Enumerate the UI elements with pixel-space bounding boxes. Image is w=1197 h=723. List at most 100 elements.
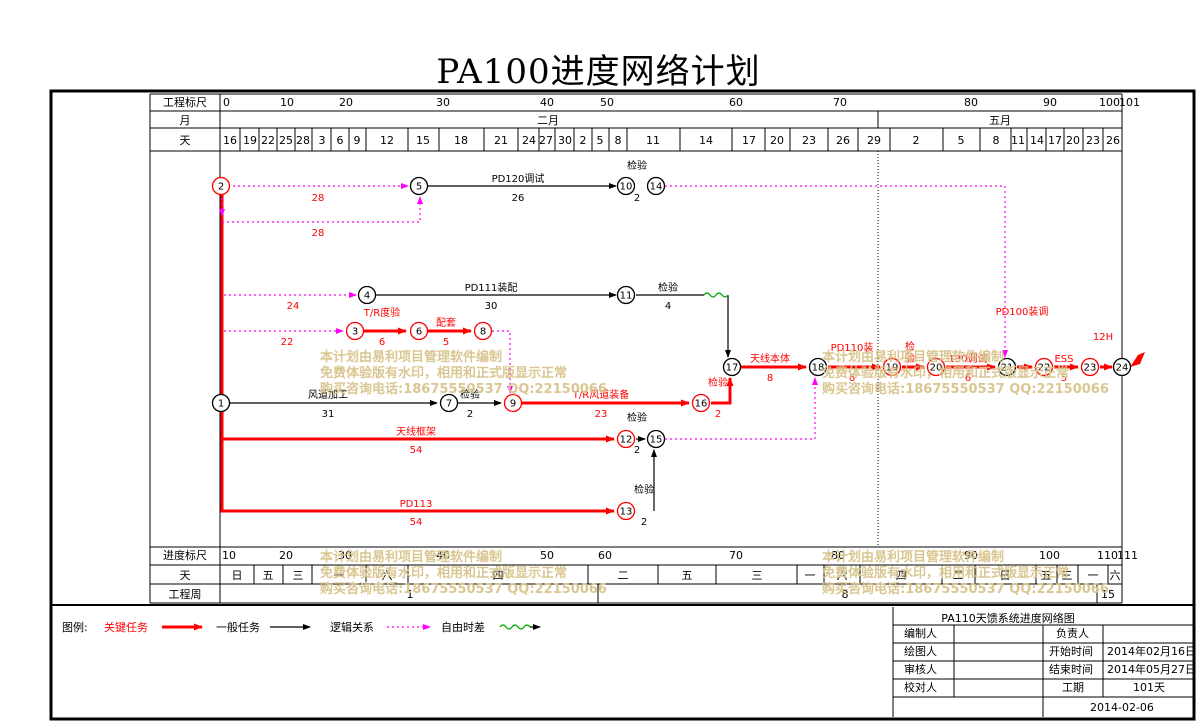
day-cell: 2 — [580, 134, 587, 147]
node-22 — [1034, 357, 1054, 377]
progress-tick: 70 — [729, 549, 743, 562]
legend-float: 自由时差 — [441, 621, 485, 634]
node-4 — [357, 285, 377, 305]
svg-text:2: 2 — [467, 409, 473, 420]
weekday-cell: 五 — [682, 569, 693, 582]
day-cell: 2 — [913, 134, 920, 147]
drawer-label: 绘图人 — [904, 645, 937, 658]
node-label: 10 — [620, 182, 633, 193]
scale-tick: 10 — [280, 96, 294, 109]
svg-text:12H: 12H — [1093, 332, 1113, 343]
node-23 — [1080, 357, 1100, 377]
node-5 — [409, 176, 429, 196]
node-label: 4 — [364, 291, 370, 302]
weekday-cell: 五 — [1041, 569, 1052, 582]
svg-text:6: 6 — [849, 373, 855, 384]
svg-text:检验: 检验 — [460, 388, 480, 401]
progress-tick: 111 — [1117, 549, 1138, 562]
weekday-cell: 三 — [293, 569, 304, 582]
progress-tick: 20 — [279, 549, 293, 562]
node-11 — [616, 285, 636, 305]
watermark-1: 本计划由易利项目管理软件编制 免费体验版有水印，相用和正式版显示正常 购买咨询电… — [320, 350, 607, 397]
label-tianxian-kuangjia: 天线框架 — [396, 425, 436, 438]
day-cell: 22 — [261, 134, 275, 147]
node-label: 5 — [416, 182, 422, 193]
node-label: 19 — [886, 363, 899, 374]
node-17 — [722, 357, 742, 377]
node-label: 14 — [650, 182, 663, 193]
checker-label: 校对人 — [904, 681, 937, 694]
weekday-cell: 一 — [334, 569, 345, 582]
node-19 — [882, 357, 902, 377]
weekday-cell: 二 — [618, 569, 629, 582]
legend-critical: 关键任务 — [104, 621, 148, 634]
weekday-cell: 四 — [896, 569, 907, 582]
label-pd113: PD113 — [400, 499, 433, 510]
day-cell: 28 — [296, 134, 310, 147]
node-label: 8 — [480, 327, 486, 338]
node-label: 21 — [1001, 363, 1014, 374]
node-20 — [926, 357, 946, 377]
end-label: 结束时间 — [1049, 663, 1093, 676]
legend-label: 图例: — [62, 621, 88, 634]
header-day-label: 天 — [180, 134, 191, 147]
node-label: 13 — [620, 507, 633, 518]
node-label: 9 — [510, 399, 516, 410]
page-title: PA100进度网络计划 — [436, 52, 761, 92]
progress-tick: 10 — [222, 549, 236, 562]
week-15: 15 — [1101, 588, 1115, 601]
svg-text:6: 6 — [965, 373, 971, 384]
task-pd113 — [220, 194, 615, 515]
day-cell: 30 — [558, 134, 572, 147]
dur-pd120: 26 — [512, 193, 525, 204]
node-2 — [211, 176, 231, 196]
node-1 — [211, 393, 231, 413]
node-15 — [646, 429, 666, 449]
footer-scale-label: 进度标尺 — [163, 548, 207, 562]
watermark-3: 本计划由易利项目管理软件编制 免费体验版有水印，相用和正式版显示正常 购买咨询电… — [320, 550, 607, 597]
weekday-cell: 三 — [1062, 569, 1073, 582]
day-cell: 24 — [522, 134, 536, 147]
label-check-11: 检验 — [658, 281, 678, 294]
legend-logic: 逻辑关系 — [330, 621, 374, 634]
progress-tick: 110 — [1097, 549, 1118, 562]
node-10 — [616, 176, 636, 196]
scale-tick: 30 — [436, 96, 450, 109]
progress-tick: 90 — [964, 549, 978, 562]
day-cell: 5 — [958, 134, 965, 147]
day-cell: 18 — [454, 134, 468, 147]
header-scale-label: 工程标尺 — [163, 95, 207, 109]
weekday-cell: 六 — [1110, 569, 1121, 582]
day-cell: 25 — [279, 134, 293, 147]
svg-text:6: 6 — [379, 337, 385, 348]
day-cell: 23 — [1086, 134, 1100, 147]
scale-tick: 20 — [339, 96, 353, 109]
legend-symbols — [162, 623, 541, 631]
label-pd111: PD111装配 — [465, 281, 518, 294]
day-cell: 23 — [802, 134, 816, 147]
drawing-date: 2014-02-06 — [1090, 701, 1154, 714]
weekday-cell: 日 — [1000, 569, 1011, 582]
weekday-cell: 六 — [837, 569, 848, 582]
svg-text:检验: 检验 — [634, 483, 654, 496]
owner-label: 负责人 — [1056, 627, 1089, 640]
month-may: 五月 — [989, 114, 1011, 127]
watermark-4: 本计划由易利项目管理软件编制 免费体验版有水印，相用和正式版显示正常 购买咨询电… — [822, 550, 1109, 597]
week-1: 1 — [407, 588, 414, 601]
label-tianxian-benti: 天线本体 — [750, 352, 790, 365]
svg-text:5: 5 — [1061, 373, 1067, 384]
node-label: 6 — [416, 327, 422, 338]
day-cell: 5 — [597, 134, 604, 147]
svg-text:24: 24 — [287, 301, 300, 312]
day-cell: 20 — [770, 134, 784, 147]
svg-text:31: 31 — [322, 409, 335, 420]
svg-text:5: 5 — [443, 337, 449, 348]
editor-label: 编制人 — [904, 627, 937, 640]
svg-text:2: 2 — [641, 517, 647, 528]
node-21 — [997, 357, 1017, 377]
progress-tick: 30 — [338, 549, 352, 562]
label-peitao: 配套 — [436, 316, 456, 329]
scale-tick: 70 — [833, 96, 847, 109]
day-cell: 26 — [1106, 134, 1120, 147]
node-9 — [503, 393, 523, 413]
